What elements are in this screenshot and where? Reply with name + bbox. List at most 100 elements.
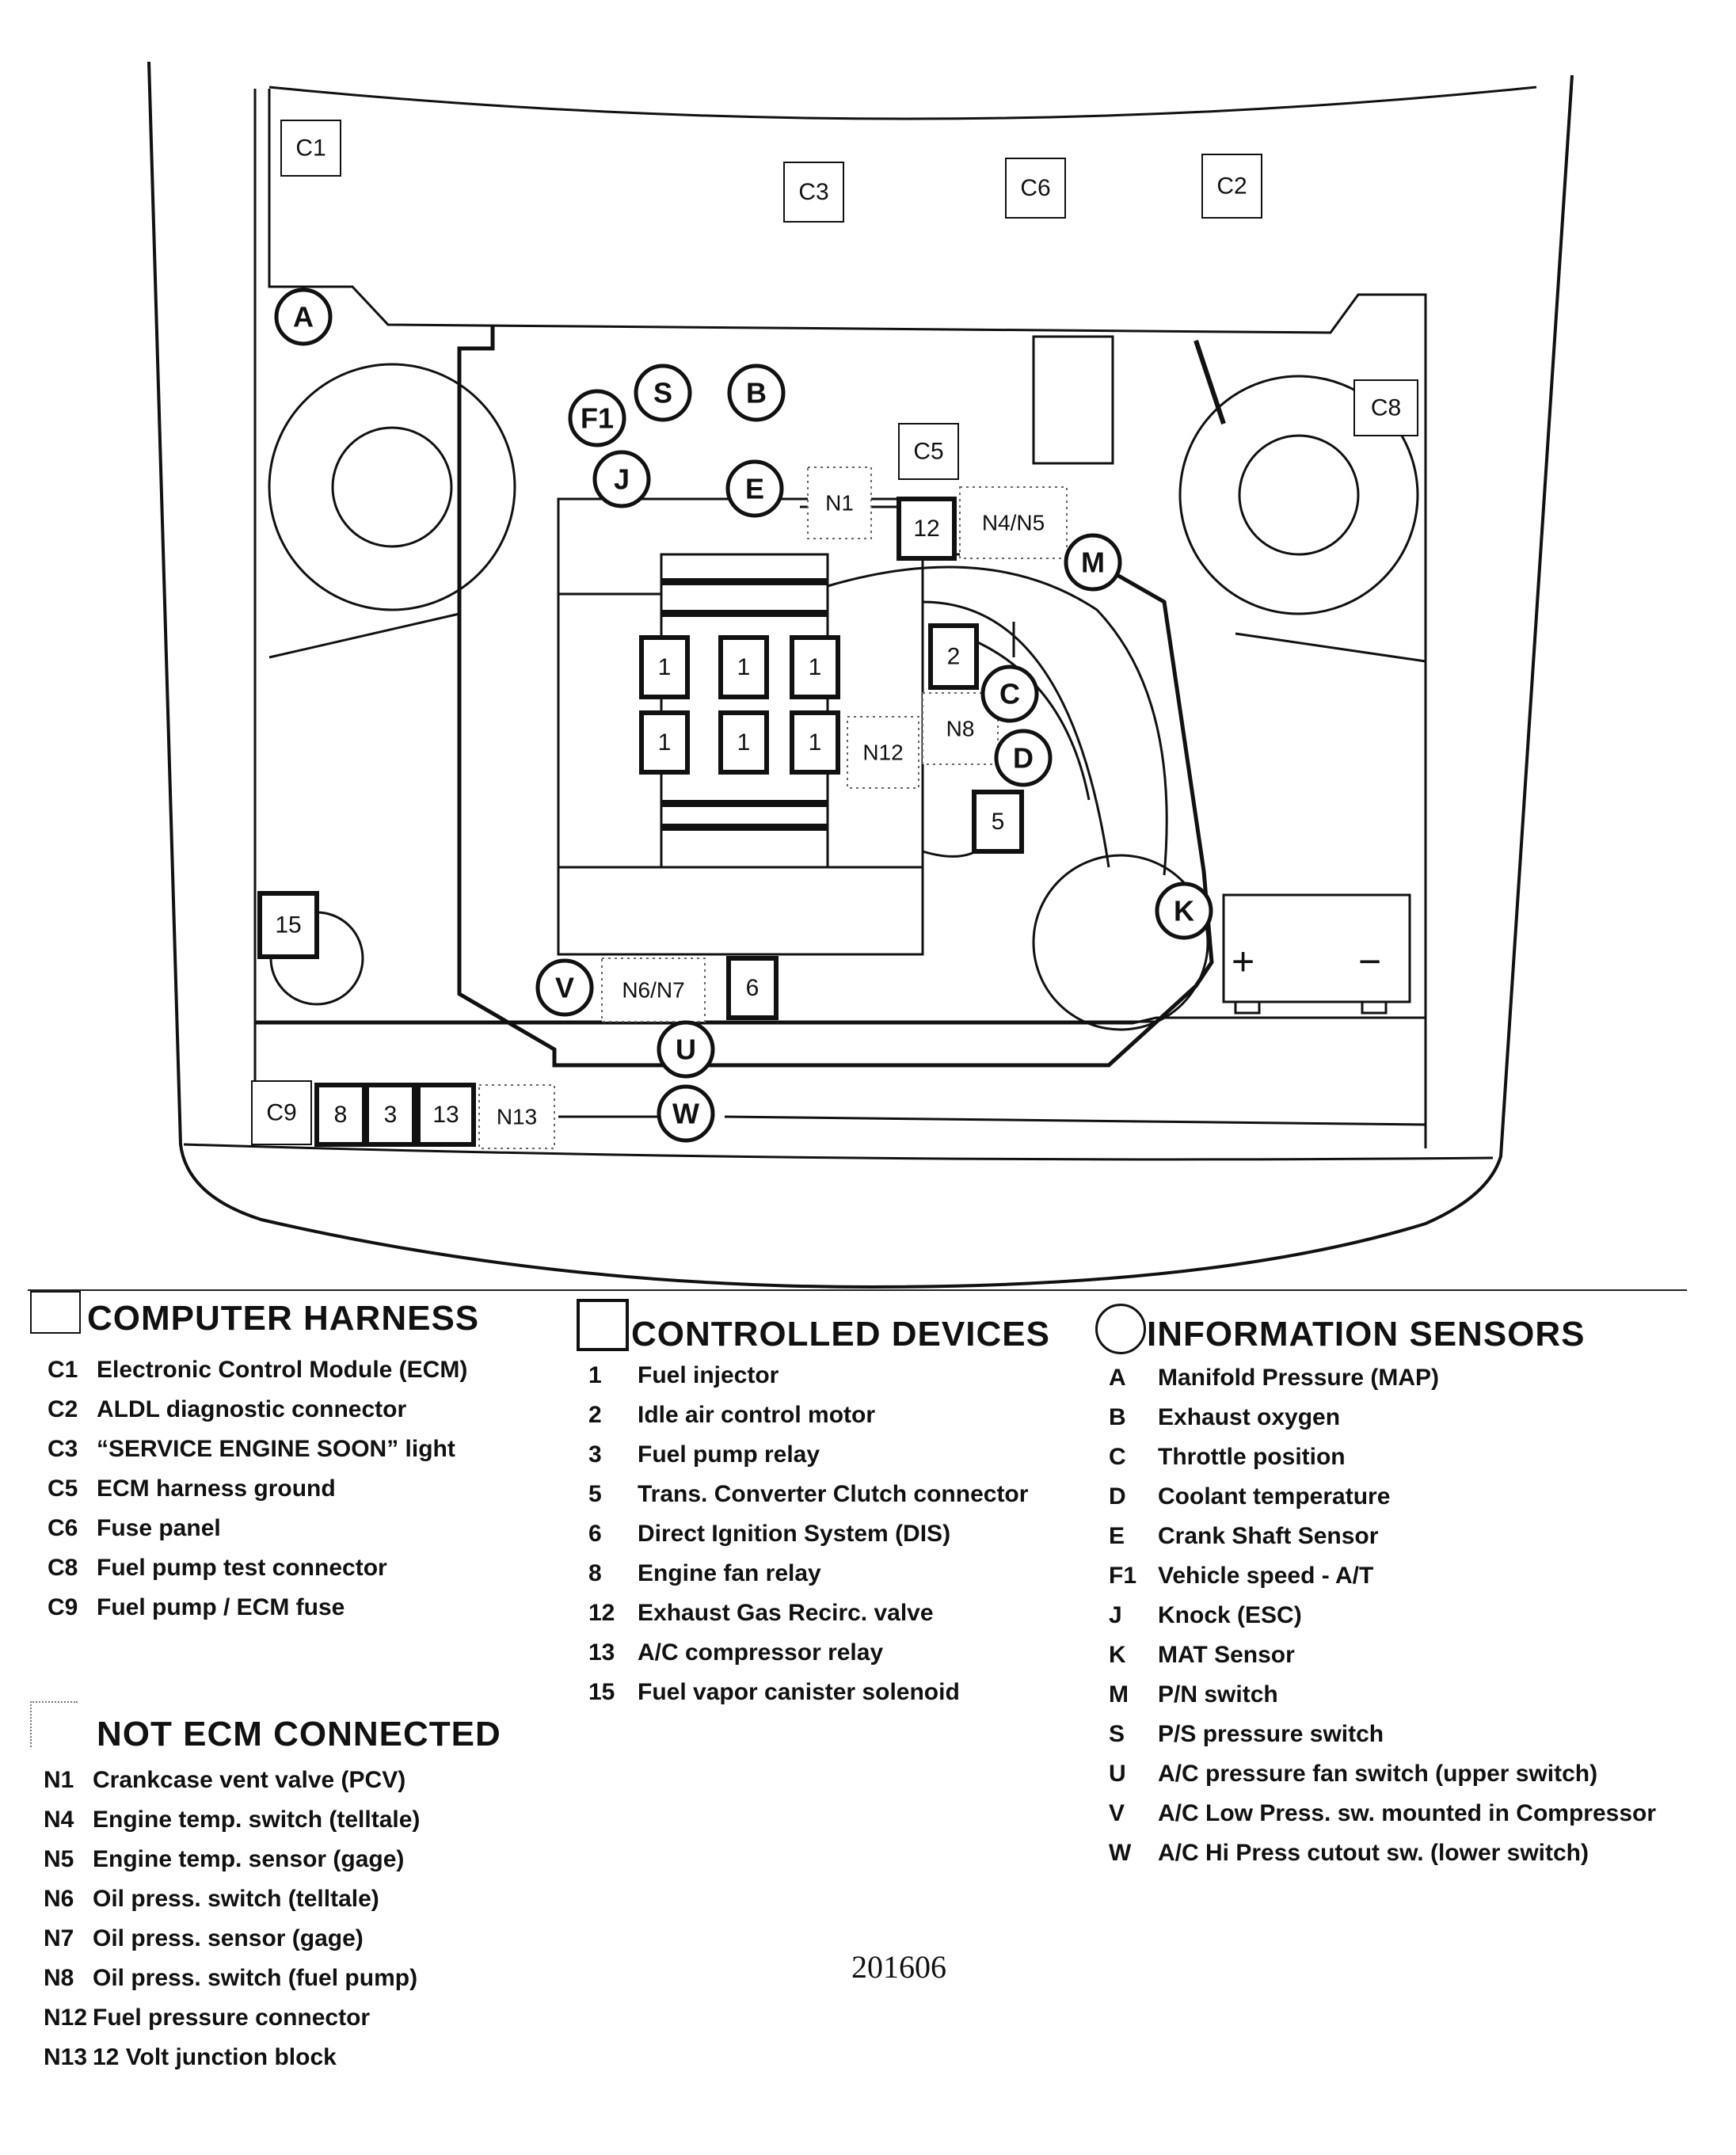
sensor-legend-text: Exhaust oxygen [1158, 1404, 1341, 1430]
not-ecm-legend-code: N13 [44, 2044, 88, 2070]
sensor-f1 [568, 389, 626, 447]
battery [1222, 893, 1411, 1003]
device-label-d1: 1 [658, 729, 672, 756]
not-ecm-legend-text: Engine temp. switch (telltale) [93, 1807, 421, 1833]
harness-legend-text: Fuel pump / ECM fuse [97, 1594, 345, 1620]
sensor-m [1064, 533, 1122, 592]
hood-line [268, 86, 1537, 120]
engine-outline [457, 325, 1214, 1068]
controlled-device-d1 [718, 635, 769, 699]
not-ecm-label-n6n7: N6/N7 [622, 978, 684, 1003]
harness-legend-text: Electronic Control Module (ECM) [97, 1357, 468, 1383]
sensor-legend-code: W [1109, 1840, 1132, 1866]
harness-label-c6: C6 [1020, 175, 1050, 201]
controlled-device-d15 [257, 891, 319, 959]
device-label-d8: 8 [334, 1102, 348, 1128]
not-ecm-icon [30, 1701, 78, 1747]
device-legend-code: 5 [588, 1481, 602, 1507]
harness-legend-code: C1 [48, 1357, 78, 1383]
sensor-legend-text: A/C Hi Press cutout sw. (lower switch) [1158, 1840, 1589, 1866]
device-legend-code: 1 [588, 1362, 602, 1388]
controlled-device-d1 [790, 635, 840, 699]
not-ecm-title: NOT ECM CONNECTED [97, 1715, 501, 1753]
sensor-label-v: V [555, 972, 574, 1004]
harness-label-c9: C9 [266, 1100, 296, 1126]
sensor-legend-code: B [1109, 1404, 1126, 1430]
throttle-curve-inner [922, 600, 1110, 868]
information-sensors-title: INFORMATION SENSORS [1147, 1315, 1586, 1354]
not-ecm-label-n12: N12 [862, 741, 903, 765]
sensor-legend-text: Vehicle speed - A/T [1158, 1563, 1374, 1589]
not-ecm-legend-text: Engine temp. sensor (gage) [93, 1846, 405, 1872]
battery-minus-label: − [1358, 939, 1382, 984]
sensor-legend-code: A [1109, 1365, 1126, 1391]
device-label-d13: 13 [432, 1102, 459, 1128]
device-label-d15: 15 [275, 912, 301, 939]
device-label-d12: 12 [913, 516, 939, 542]
harness-line [724, 1115, 1426, 1126]
sensor-legend-code: V [1109, 1800, 1125, 1826]
sensor-legend-code: F1 [1109, 1563, 1137, 1589]
sensor-label-s: S [653, 377, 672, 409]
computer-harness-icon [30, 1291, 81, 1334]
harness-legend-text: “SERVICE ENGINE SOON” light [97, 1436, 455, 1462]
not-ecm-legend-code: N1 [44, 1767, 74, 1793]
sensor-legend-text: A/C Low Press. sw. mounted in Compressor [1158, 1800, 1657, 1826]
sensor-legend-text: A/C pressure fan switch (upper switch) [1158, 1761, 1598, 1787]
upper-right-block [1032, 335, 1114, 465]
not-ecm-legend-code: N7 [44, 1925, 74, 1951]
sensor-legend-code: U [1109, 1761, 1126, 1787]
harness-legend-text: ALDL diagnostic connector [97, 1396, 407, 1422]
device-legend-code: 15 [588, 1679, 615, 1705]
controlled-device-d6 [726, 956, 779, 1020]
sensor-e [725, 459, 784, 518]
sensor-w [657, 1084, 715, 1143]
device-label-d2: 2 [947, 644, 961, 670]
information-sensors-icon [1095, 1304, 1146, 1354]
device-label-d6: 6 [746, 975, 760, 1001]
computer-harness-title: COMPUTER HARNESS [87, 1299, 480, 1338]
sensor-label-c: C [999, 678, 1020, 710]
sensor-j [592, 450, 651, 508]
harness-connector-c2 [1201, 154, 1262, 219]
sensor-legend-code: M [1109, 1681, 1129, 1708]
controlled-device-d1 [790, 710, 840, 775]
sensor-u [657, 1020, 715, 1079]
sensor-legend-text: P/N switch [1158, 1681, 1278, 1708]
sensor-legend-item: M P/N switch [1109, 1675, 1656, 1715]
controlled-device-d5 [972, 790, 1024, 854]
body-outline [147, 61, 1574, 1289]
sensor-label-k: K [1174, 895, 1194, 927]
not-ecm-label-n4n5: N4/N5 [982, 511, 1045, 535]
sensor-legend-item: W A/C Hi Press cutout sw. (lower switch) [1109, 1833, 1656, 1873]
harness-connector-c8 [1353, 379, 1418, 436]
not-ecm-legend-text: Crankcase vent valve (PCV) [93, 1767, 406, 1793]
not-ecm-legend-code: N4 [44, 1807, 74, 1833]
harness-legend-code: C9 [48, 1594, 78, 1620]
controlled-device-d1 [639, 635, 690, 699]
controlled-devices-title: CONTROLLED DEVICES [631, 1315, 1050, 1354]
sensor-legend-code: C [1109, 1444, 1126, 1470]
device-label-d1: 1 [737, 654, 751, 680]
sensor-label-m: M [1081, 546, 1105, 579]
sensor-legend-code: J [1109, 1602, 1122, 1628]
device-legend-code: 13 [588, 1639, 615, 1666]
sensor-a [274, 287, 333, 346]
sensor-legend-text: Crank Shaft Sensor [1158, 1523, 1379, 1549]
device-label-d1: 1 [737, 729, 751, 756]
device-label-d3: 3 [384, 1102, 398, 1128]
device-legend-text: A/C compressor relay [638, 1639, 884, 1666]
right-panel-line [1235, 632, 1426, 663]
